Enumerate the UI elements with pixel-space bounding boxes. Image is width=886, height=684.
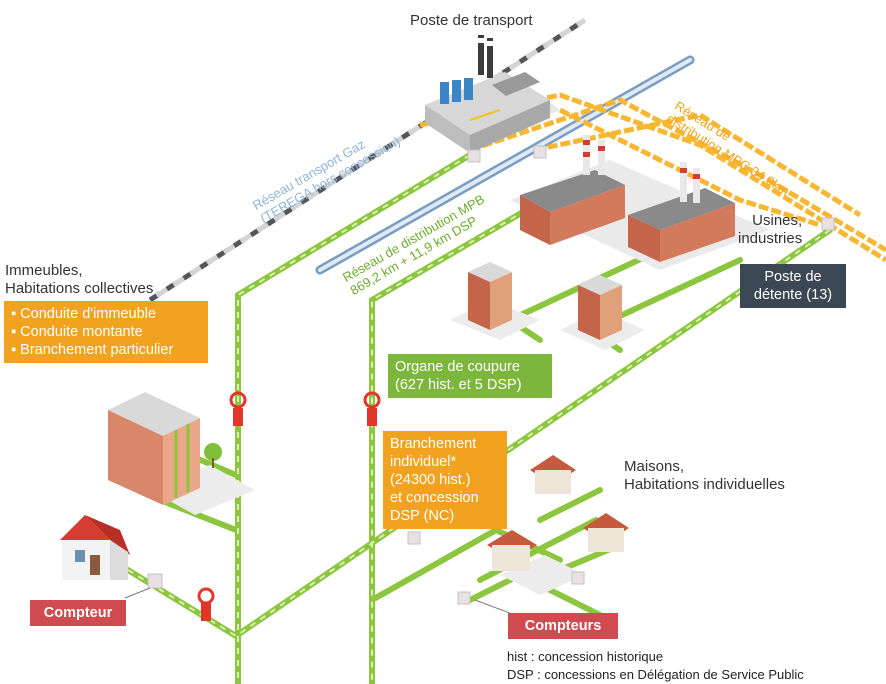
mpb-green-pipe-highlights (127, 154, 831, 684)
transport-blue-pipe (315, 55, 695, 275)
branchement-line-5: DSP (NC) (390, 508, 455, 524)
immeuble-callout: Conduite d'immeuble Conduite montante Br… (4, 301, 208, 363)
transport-dashed-line (148, 17, 587, 303)
immeubles-line-2: Habitations collectives (5, 280, 154, 297)
usines-line-1: Usines, (752, 212, 803, 229)
apartment-building (108, 392, 222, 505)
branchement-line-2: individuel* (390, 454, 457, 470)
house-left (60, 515, 130, 580)
houses-right (487, 455, 629, 571)
poste-detente-line-2: détente (13) (753, 287, 833, 303)
callout-connectors (124, 587, 516, 616)
branchement-callout: Branchement individuel* (24300 hist.) et… (383, 431, 507, 529)
callout-item: Conduite d'immeuble (11, 305, 201, 323)
immeubles-label: Immeubles, Habitations collectives (5, 262, 153, 298)
callout-item: Branchement particulier (11, 341, 201, 359)
usines-label: Usines, industries (738, 212, 802, 248)
organe-line-2: (627 hist. et 5 DSP) (395, 377, 522, 393)
callout-item: Conduite montante (11, 323, 201, 341)
immeubles-line-1: Immeubles, (5, 262, 83, 279)
meter-boxes (147, 145, 835, 605)
small-apartments (468, 262, 622, 340)
maisons-line-1: Maisons, (624, 458, 685, 475)
branchement-line-1: Branchement (390, 436, 477, 452)
transport-station (425, 35, 550, 153)
page-title: Poste de transport (410, 12, 533, 29)
branchement-line-3: (24300 hist.) (390, 472, 471, 488)
compteurs-callout: Compteurs (508, 613, 618, 639)
maisons-line-2: Habitations individuelles (624, 476, 785, 493)
maisons-label: Maisons, Habitations individuelles (624, 458, 785, 494)
legend: hist : concession historique DSP : conce… (507, 648, 804, 684)
valve-icons (197, 391, 381, 621)
organe-line-1: Organe de coupure (395, 359, 520, 375)
legend-line-hist: hist : concession historique (507, 649, 664, 664)
organe-coupure-callout: Organe de coupure (627 hist. et 5 DSP) (388, 354, 552, 398)
poste-detente-line-1: Poste de (764, 269, 822, 285)
branchement-line-4: et concession (390, 490, 479, 506)
factories (520, 135, 735, 262)
usines-line-2: industries (738, 230, 803, 247)
compteur-callout: Compteur (30, 600, 126, 626)
poste-detente-callout: Poste de détente (13) (740, 264, 846, 308)
legend-line-dsp: DSP : concessions en Délégation de Servi… (507, 667, 804, 682)
